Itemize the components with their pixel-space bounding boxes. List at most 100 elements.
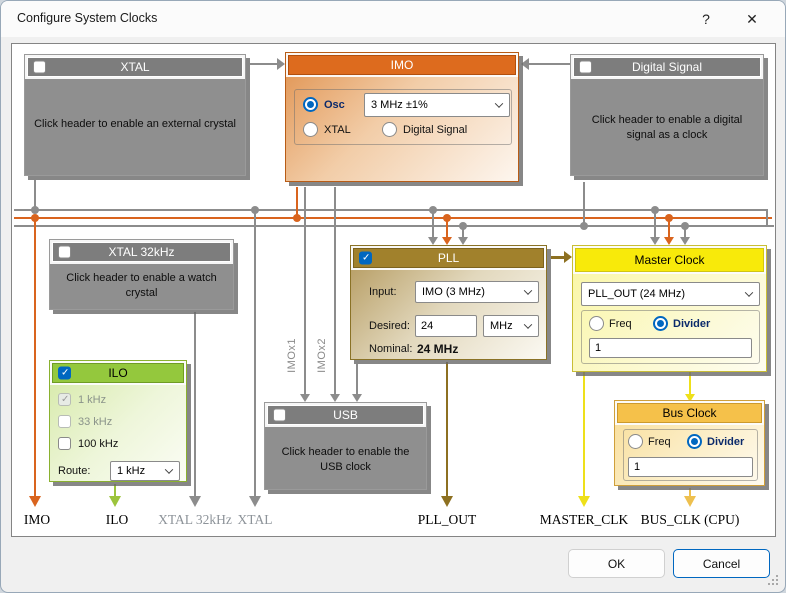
imo-xtal-label: XTAL [324, 124, 351, 136]
junction-xtal-master [651, 206, 659, 214]
wire-xtal-into-master [654, 211, 656, 237]
wire-ilo-output [114, 484, 116, 497]
junction-digital-pll [459, 222, 467, 230]
close-button[interactable]: ✕ [746, 10, 758, 27]
imo-osc-radio[interactable] [303, 97, 318, 112]
usb-title: USB [333, 408, 358, 422]
imox1-wire-label: IMOx1 [286, 338, 298, 373]
wire-pll-to-usb [356, 364, 358, 394]
pll-nominal-value: 24 MHz [417, 342, 459, 356]
arrow-busclk-out [684, 496, 696, 507]
pll-input-label: Input: [369, 286, 397, 298]
bus-freq-radio[interactable] [628, 434, 643, 449]
usb-enable-checkbox[interactable] [273, 408, 286, 422]
xtal-header[interactable]: XTAL [27, 57, 243, 77]
master-freq-label: Freq [609, 318, 632, 330]
usb-note: Click header to enable the USB clock [281, 446, 410, 473]
pll-title: PLL [437, 251, 460, 265]
master-source-value: PLL_OUT (24 MHz) [588, 288, 685, 300]
bus-divider-radio[interactable] [687, 434, 702, 449]
junction-imo-drop [293, 214, 301, 222]
ilo-33khz-checkbox[interactable] [58, 415, 71, 428]
xtal-note: Click header to enable an external cryst… [34, 118, 236, 130]
resize-grip[interactable] [768, 575, 780, 587]
arrow-xtal32-out [189, 496, 201, 507]
wire-imo-into-pll [446, 219, 448, 237]
ilo-enable-checkbox[interactable] [58, 366, 71, 380]
usb-header[interactable]: USB [267, 405, 424, 425]
bus-divider-label: Divider [707, 436, 745, 448]
usb-box: USB Click header to enable the USB clock [264, 402, 427, 490]
master-clock-box: Master Clock PLL_OUT (24 MHz) Freq Divid… [572, 245, 767, 372]
chevron-down-icon [523, 320, 533, 329]
junction-digital-master [681, 222, 689, 230]
pll-enable-checkbox[interactable] [359, 251, 372, 265]
xtal-title: XTAL [120, 60, 150, 74]
ilo-route-label: Route: [58, 465, 91, 477]
ilo-100khz-label: 100 kHz [78, 438, 119, 450]
imo-digital-label: Digital Signal [403, 124, 468, 136]
wire-imox1 [304, 187, 306, 394]
wire-digital-bus [14, 225, 774, 227]
imo-frequency-combo[interactable]: 3 MHz ±1% [364, 93, 510, 117]
wire-right-connector [766, 209, 768, 227]
pll-desired-input[interactable] [415, 315, 477, 337]
bus-freq-label: Freq [648, 436, 671, 448]
imo-header[interactable]: IMO [288, 55, 516, 75]
wire-imo-drop [296, 187, 298, 219]
output-label-xtal32: XTAL 32kHz [158, 512, 232, 527]
master-source-combo[interactable]: PLL_OUT (24 MHz) [581, 282, 760, 306]
imo-xtal-radio[interactable] [303, 122, 318, 137]
digital-signal-note: Click header to enable a digital signal … [591, 114, 743, 141]
xtal-enable-checkbox[interactable] [33, 60, 46, 74]
junction-digital-drop [580, 222, 588, 230]
cancel-button[interactable]: Cancel [673, 549, 770, 578]
wire-imox2 [334, 187, 336, 394]
ilo-1khz-checkbox [58, 393, 71, 406]
ok-button[interactable]: OK [568, 549, 665, 578]
bus-divider-input[interactable] [628, 457, 753, 477]
chevron-down-icon [523, 286, 533, 295]
arrow-imo-into-pll [442, 237, 452, 245]
wire-pll-to-master [551, 256, 565, 259]
ilo-route-combo[interactable]: 1 kHz [110, 461, 180, 481]
digital-signal-header[interactable]: Digital Signal [573, 57, 761, 77]
bus-mode-group [623, 429, 758, 481]
imo-digital-radio[interactable] [382, 122, 397, 137]
ilo-100khz-checkbox[interactable] [58, 437, 71, 450]
wire-xtal-into-pll [432, 211, 434, 237]
xtal32-header[interactable]: XTAL 32kHz [52, 242, 231, 262]
pll-input-combo[interactable]: IMO (3 MHz) [415, 281, 539, 303]
wire-busclk-output [689, 488, 691, 497]
arrow-xtal-into-pll [428, 237, 438, 245]
wire-xtal-to-imo [250, 63, 278, 65]
digital-signal-enable-checkbox[interactable] [579, 60, 592, 74]
imo-osc-label: Osc [324, 99, 345, 111]
master-divider-input[interactable] [589, 338, 752, 358]
junction-imo-left [31, 214, 39, 222]
chevron-down-icon [744, 288, 754, 297]
master-clock-header: Master Clock [575, 248, 764, 272]
arrow-xtal-out [249, 496, 261, 507]
pll-input-value: IMO (3 MHz) [422, 286, 485, 298]
xtal32-enable-checkbox[interactable] [58, 245, 71, 259]
arrow-into-imo-right [521, 58, 529, 70]
output-label-ilo: ILO [105, 512, 129, 527]
pll-box: PLL Input: IMO (3 MHz) Desired: MHz Nomi… [350, 245, 547, 360]
pll-unit-combo[interactable]: MHz [483, 315, 539, 337]
titlebar: Configure System Clocks ? ✕ [1, 1, 785, 37]
wire-masterclk-output [583, 372, 585, 497]
xtal32-title: XTAL 32kHz [108, 245, 175, 259]
arrow-imox1-into-usb [300, 394, 310, 402]
pll-header[interactable]: PLL [353, 248, 544, 268]
wire-xtal-output [254, 211, 256, 497]
digital-signal-title: Digital Signal [631, 60, 703, 74]
arrow-pll-into-usb [352, 394, 362, 402]
help-button[interactable]: ? [702, 11, 710, 27]
digital-signal-box: Digital Signal Click header to enable a … [570, 54, 764, 176]
arrow-imo-out [29, 496, 41, 507]
wire-digital-into-master [684, 227, 686, 237]
ilo-header[interactable]: ILO [52, 363, 184, 383]
master-freq-radio[interactable] [589, 316, 604, 331]
master-divider-radio[interactable] [653, 316, 668, 331]
